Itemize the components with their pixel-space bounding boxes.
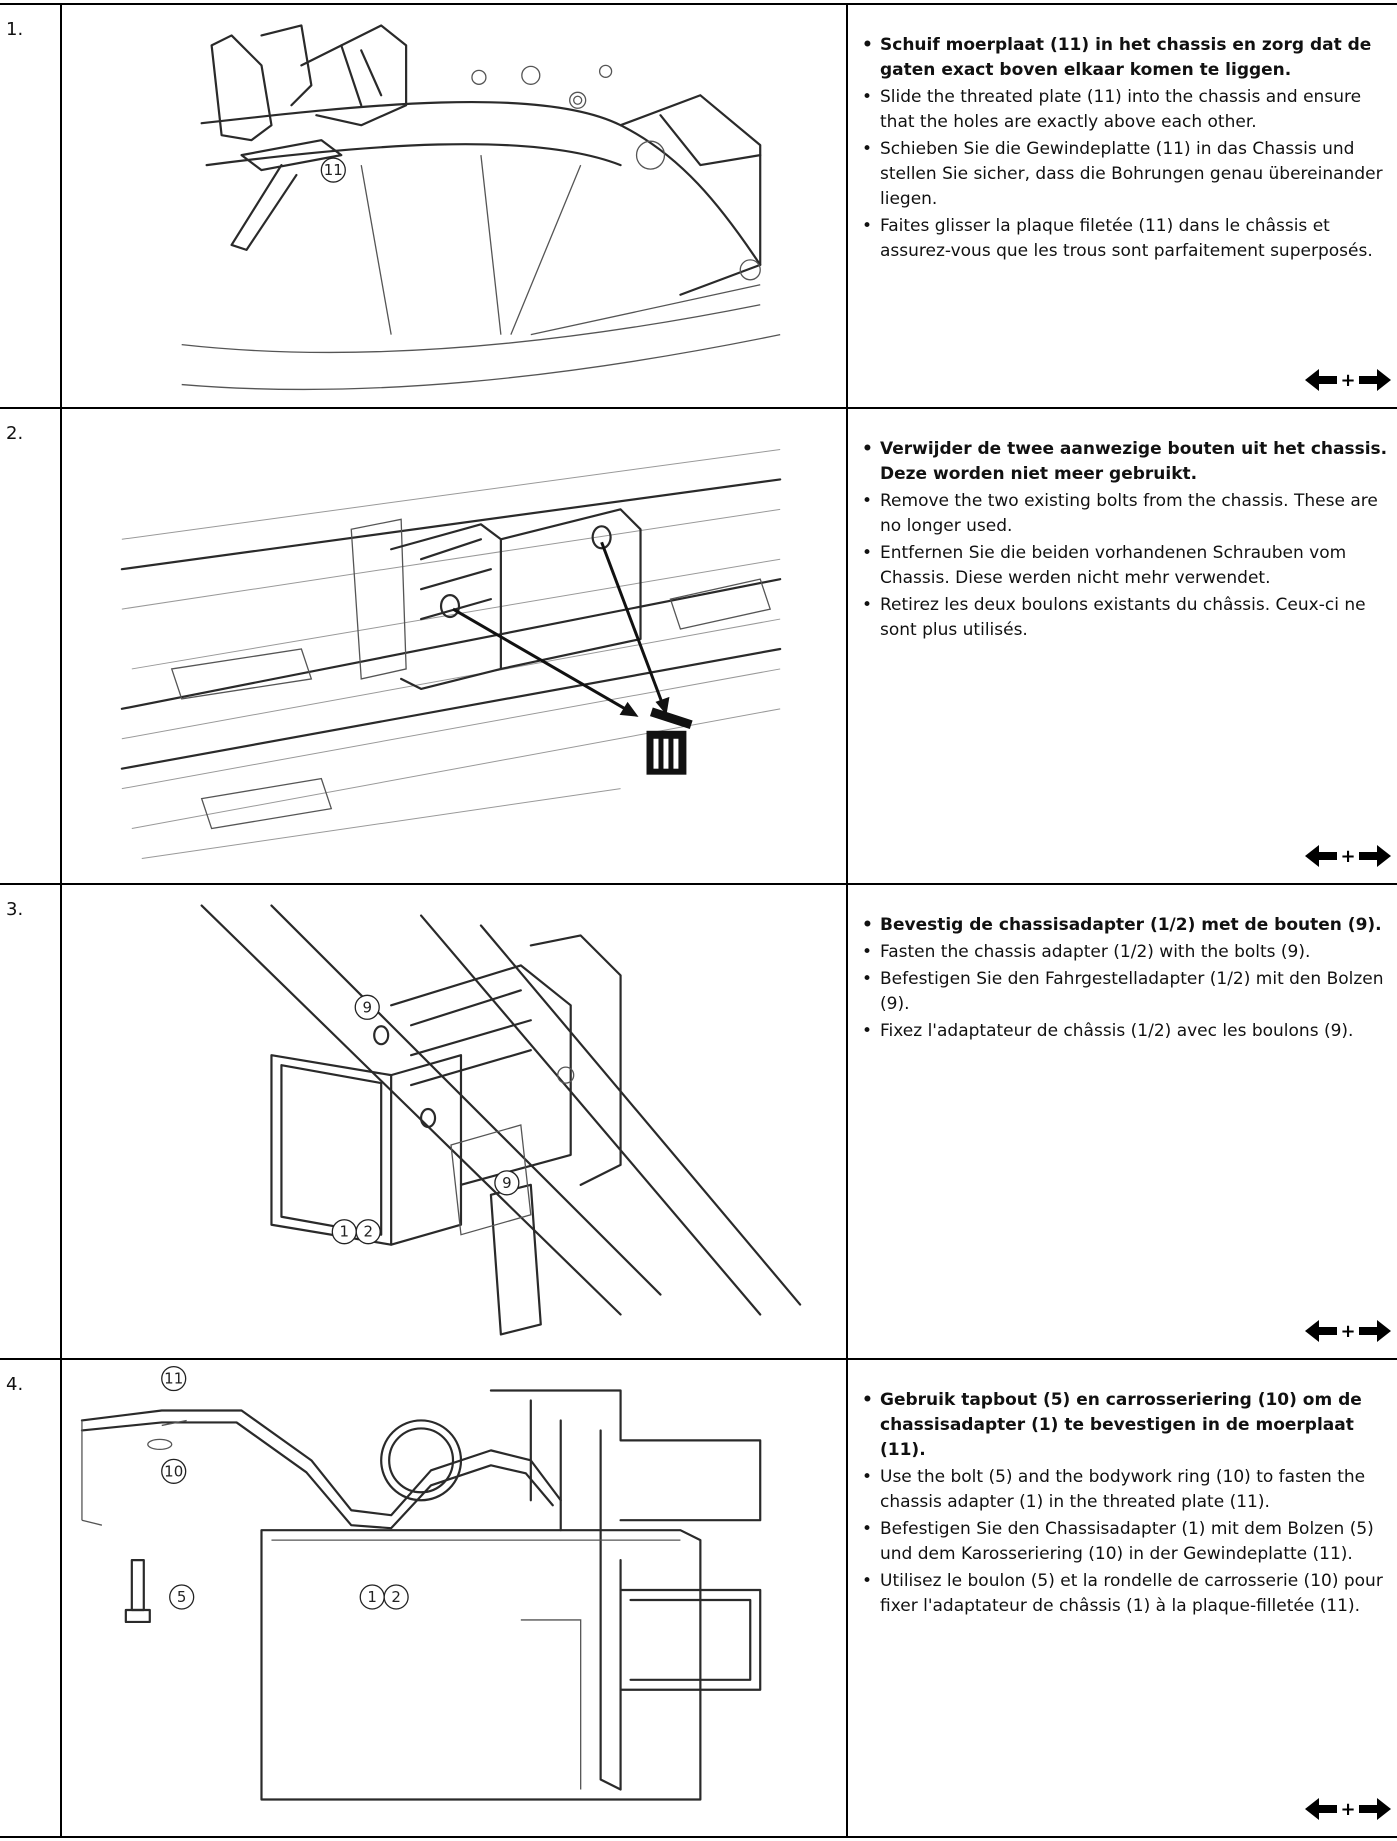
chassis-plate-drawing: 11 [181, 24, 781, 391]
instruction-nl: Schuif moerplaat (11) in het chassis en … [858, 33, 1389, 83]
instruction-en: Fasten the chassis adapter (1/2) with th… [858, 940, 1389, 965]
step-instructions: Verwijder de twee aanwezige bouten uit h… [848, 409, 1397, 883]
step-row-3: 3. 9 [0, 885, 1397, 1360]
chassis-adapter-drawing: 9 9 1 2 [200, 904, 802, 1336]
step-row-2: 2. [0, 409, 1397, 885]
callout-11: 11 [164, 1370, 183, 1388]
instruction-fr: Utilisez le boulon (5) et la rondelle de… [858, 1569, 1389, 1619]
step-instructions: Bevestig de chassisadapter (1/2) met de … [848, 885, 1397, 1358]
callout-1: 1 [340, 1223, 350, 1241]
step-illustration [62, 409, 848, 883]
callout-11: 11 [324, 161, 343, 179]
step-number: 3. [0, 885, 62, 1358]
instruction-fr: Retirez les deux boulons existants du ch… [858, 593, 1389, 643]
callout-10: 10 [164, 1462, 183, 1480]
callout-9: 9 [502, 1174, 512, 1192]
step-row-4: 4. [0, 1360, 1397, 1838]
left-plus-right-arrows-icon: + [1305, 1320, 1391, 1342]
callout-9: 9 [362, 998, 372, 1016]
bolt-removal-drawing [120, 449, 782, 859]
step-number: 2. [0, 409, 62, 883]
instruction-nl: Bevestig de chassisadapter (1/2) met de … [858, 913, 1389, 938]
step-illustration: 11 [62, 5, 848, 407]
bolt-fastening-drawing: 11 10 5 1 2 [80, 1365, 762, 1801]
instruction-fr: Faites glisser la plaque filetée (11) da… [858, 214, 1389, 264]
top-border [0, 3, 1397, 5]
svg-text:+: + [1340, 1321, 1355, 1342]
instruction-de: Befestigen Sie den Chassisadapter (1) mi… [858, 1517, 1389, 1567]
left-plus-right-arrows-icon: + [1305, 369, 1391, 391]
svg-text:+: + [1340, 1799, 1355, 1820]
instruction-de: Schieben Sie die Gewindeplatte (11) in d… [858, 137, 1389, 212]
callout-2: 2 [363, 1223, 373, 1241]
left-plus-right-arrows-icon: + [1305, 1798, 1391, 1820]
callout-2: 2 [391, 1588, 401, 1606]
instruction-en: Use the bolt (5) and the bodywork ring (… [858, 1465, 1389, 1515]
step-number: 4. [0, 1360, 62, 1836]
step-number: 1. [0, 5, 62, 407]
svg-text:+: + [1340, 846, 1355, 867]
instruction-en: Remove the two existing bolts from the c… [858, 489, 1389, 539]
step-row-1: 1. [0, 5, 1397, 409]
instruction-de: Befestigen Sie den Fahrgestelladapter (1… [858, 967, 1389, 1017]
instruction-fr: Fixez l'adaptateur de châssis (1/2) avec… [858, 1019, 1389, 1044]
instruction-de: Entfernen Sie die beiden vorhandenen Sch… [858, 541, 1389, 591]
left-plus-right-arrows-icon: + [1305, 845, 1391, 867]
step-illustration: 9 9 1 2 [62, 885, 848, 1358]
steps-table: 1. [0, 5, 1397, 1838]
instruction-en: Slide the threated plate (11) into the c… [858, 85, 1389, 135]
step-illustration: 11 10 5 1 2 [62, 1360, 848, 1836]
svg-text:+: + [1340, 370, 1355, 391]
callout-5: 5 [177, 1588, 187, 1606]
step-instructions: Schuif moerplaat (11) in het chassis en … [848, 5, 1397, 407]
instruction-nl: Gebruik tapbout (5) en carrosseriering (… [858, 1388, 1389, 1463]
callout-1: 1 [367, 1588, 377, 1606]
trash-bin-icon [646, 707, 693, 775]
instruction-nl: Verwijder de twee aanwezige bouten uit h… [858, 437, 1389, 487]
step-instructions: Gebruik tapbout (5) en carrosseriering (… [848, 1360, 1397, 1836]
